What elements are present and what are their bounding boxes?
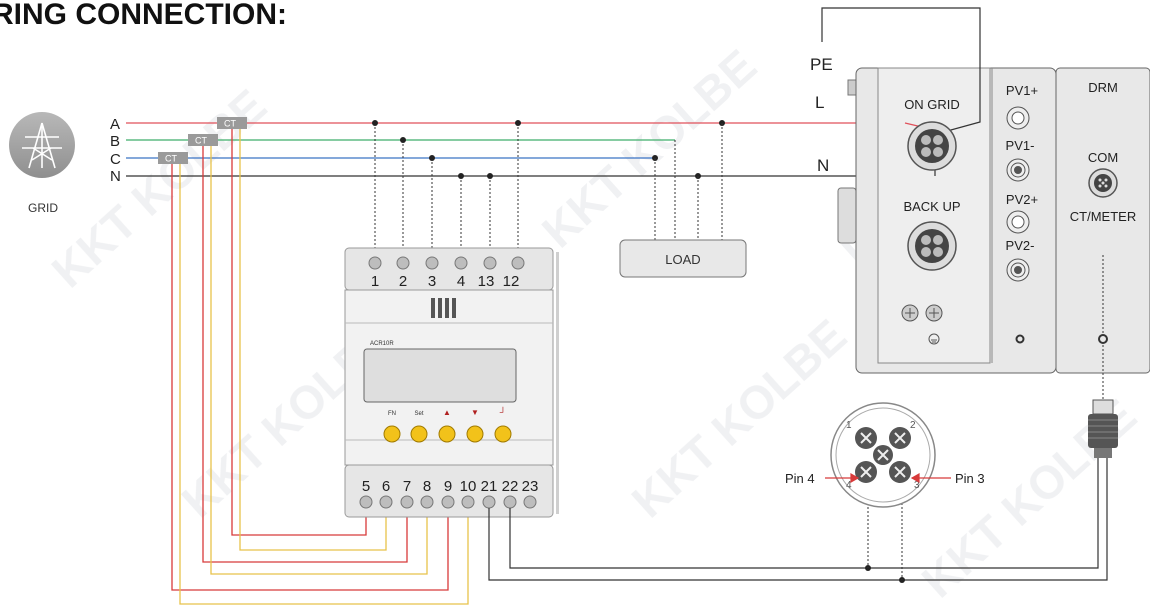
meter-bars-icon — [431, 298, 456, 318]
terminal-label: 7 — [403, 478, 411, 495]
terminal-label: 21 — [481, 478, 498, 495]
meter-button-enter — [494, 425, 512, 443]
phase-b-label: B — [110, 133, 120, 150]
watermark: KKT KOLBE — [42, 79, 276, 297]
connector-pin-number: 3 — [914, 480, 920, 491]
ct-box-a — [217, 117, 247, 129]
l-label: L — [815, 93, 824, 112]
terminal-label: 5 — [362, 478, 370, 495]
button-label-up: ▲ — [443, 408, 451, 417]
pv1-plus-connector-icon — [1006, 106, 1030, 130]
backup-label: BACK UP — [903, 199, 960, 214]
meter-button-set — [410, 425, 428, 443]
pin-connector-detail: 1 2 3 4 — [830, 402, 936, 508]
ground-screw-icon — [901, 304, 943, 345]
pv1-plus-label: PV1+ — [1006, 83, 1038, 98]
status-light-icon — [1015, 334, 1025, 344]
rs485-wiring — [488, 458, 1108, 581]
meter-lcd-screen — [363, 348, 517, 403]
terminal-label: 4 — [457, 273, 465, 290]
on-grid-connector-icon — [907, 121, 957, 171]
terminal-label: 3 — [428, 273, 436, 290]
watermark: KKT KOLBE — [622, 309, 856, 527]
pin3-label: Pin 3 — [955, 471, 985, 486]
pv2-plus-label: PV2+ — [1006, 192, 1038, 207]
watermark: KKT KOLBE — [532, 39, 766, 257]
terminal-label: 8 — [423, 478, 431, 495]
pin4-label: Pin 4 — [785, 471, 815, 486]
pv2-plus-connector-icon — [1006, 210, 1030, 234]
load-taps — [654, 123, 723, 240]
load-box — [619, 239, 747, 278]
ct-label: CT — [165, 154, 177, 164]
meter-button-fn — [383, 425, 401, 443]
phase-n-label: N — [110, 168, 121, 185]
button-label-down: ▼ — [471, 408, 479, 417]
terminal-label: 6 — [382, 478, 390, 495]
pv1-minus-connector-icon — [1006, 158, 1030, 182]
terminal-label: 22 — [502, 478, 519, 495]
button-label-enter: ┘ — [500, 406, 506, 417]
connector-pin-number: 1 — [846, 420, 852, 431]
pv2-minus-label: PV2- — [1006, 238, 1035, 253]
button-label-fn: FN — [388, 411, 396, 417]
connector-pin-taps — [867, 495, 903, 580]
button-label-set: Set — [414, 411, 423, 417]
ct-meter-label: CT/METER — [1070, 209, 1136, 224]
meter-button-up — [438, 425, 456, 443]
meter-model: ACR10R — [370, 341, 394, 347]
terminal-label: 10 — [460, 478, 477, 495]
rs485-plug-icon — [1088, 399, 1118, 458]
ct-box-b — [188, 134, 218, 146]
ct-meter-port-icon — [1098, 334, 1108, 344]
com-label: COM — [1088, 150, 1118, 165]
drm-label: DRM — [1088, 80, 1118, 95]
ct-wiring — [171, 129, 469, 605]
meter-voltage-taps — [374, 123, 519, 256]
terminal-label: 1 — [371, 273, 379, 290]
ct-label: CT — [195, 136, 207, 146]
ct-box-c — [158, 152, 188, 164]
terminal-label: 2 — [399, 273, 407, 290]
terminal-label: 23 — [522, 478, 539, 495]
junction-dots — [372, 120, 725, 179]
meter-top-terminals: 1 2 3 4 13 12 — [368, 256, 525, 290]
pe-label: PE — [810, 55, 833, 74]
backup-connector-icon — [907, 221, 957, 271]
on-grid-label: ON GRID — [904, 97, 960, 112]
ct-transformers: CT CT CT — [158, 117, 247, 164]
terminal-label: 13 — [478, 273, 495, 290]
phase-a-label: A — [110, 116, 120, 133]
n-label: N — [817, 156, 829, 175]
connector-pin-number: 2 — [910, 420, 916, 431]
pv2-minus-connector-icon — [1006, 258, 1030, 282]
meter-button-down — [466, 425, 484, 443]
pv1-minus-label: PV1- — [1006, 138, 1035, 153]
load-label: LOAD — [665, 252, 700, 267]
terminal-label: 9 — [444, 478, 452, 495]
inverter — [837, 67, 1150, 374]
com-port-icon — [1088, 168, 1118, 198]
phase-c-label: C — [110, 151, 121, 168]
page-title: RING CONNECTION: — [0, 0, 287, 31]
grid-label: GRID — [28, 201, 58, 215]
meter-bottom-terminals: 5 6 7 8 9 10 21 22 23 — [359, 478, 539, 509]
ct-label: CT — [224, 119, 236, 129]
terminal-label: 12 — [503, 273, 520, 290]
meter-buttons: FN Set ▲ ▼ ┘ — [383, 406, 512, 443]
connector-pin-number: 4 — [846, 480, 852, 491]
grid-pylon-icon — [9, 112, 75, 178]
